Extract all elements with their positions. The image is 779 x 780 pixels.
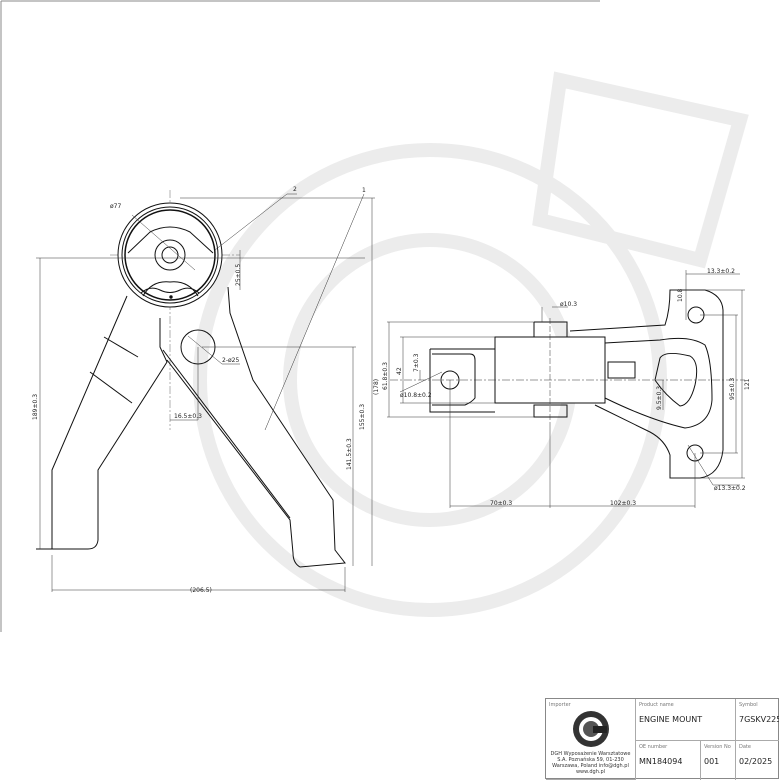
symbol: 7GSKV225 bbox=[739, 715, 779, 724]
balloon-2: 2 bbox=[293, 186, 297, 193]
date-label: Date bbox=[739, 744, 751, 750]
dim-flange-height: 121 bbox=[744, 378, 751, 390]
product-name-label: Product name bbox=[639, 702, 674, 708]
dim-overall-width: (206.5) bbox=[190, 587, 212, 594]
importer-logo bbox=[573, 711, 609, 747]
importer-label: Importer bbox=[549, 702, 571, 708]
dim-left-length: 70±0.3 bbox=[490, 500, 512, 507]
importer-cell: Importer DGH Wyposażenie Warsztatowe S.A… bbox=[546, 699, 636, 780]
dim-bracket-hole: ø10.8±0.2 bbox=[400, 392, 432, 399]
oe-number-cell: OE number MN184094 bbox=[636, 741, 701, 780]
front-view bbox=[36, 190, 375, 592]
date-cell: Date 02/2025 bbox=[736, 741, 779, 780]
version-cell: Version No 001 bbox=[701, 741, 736, 780]
dim-hole-offset: 16.5±0.3 bbox=[174, 413, 202, 420]
dim-bracket-offset: 7±0.3 bbox=[413, 353, 420, 372]
side-view bbox=[387, 270, 745, 508]
dim-body-height: 61.8±0.3 bbox=[382, 362, 389, 390]
dim-hole-height: 141.5±0.3 bbox=[346, 438, 353, 470]
symbol-label: Symbol bbox=[739, 702, 758, 708]
dim-right-length: 102±0.3 bbox=[610, 500, 636, 507]
version: 001 bbox=[704, 757, 720, 766]
title-block: Importer DGH Wyposażenie Warsztatowe S.A… bbox=[545, 698, 779, 780]
dim-bush-diameter: ø77 bbox=[110, 203, 121, 210]
oe-number: MN184094 bbox=[639, 757, 683, 766]
product-name: ENGINE MOUNT bbox=[639, 715, 703, 724]
dim-flange-top: 10.8 bbox=[677, 288, 684, 302]
dim-overall-height-left: 189±0.3 bbox=[32, 394, 39, 420]
dim-flange-offset: 13.3±0.2 bbox=[707, 268, 735, 275]
dim-stud-diameter: ø10.3 bbox=[560, 301, 577, 308]
balloon-1: 1 bbox=[362, 187, 366, 194]
importer-text: DGH Wyposażenie Warsztatowe S.A. Poznańs… bbox=[550, 751, 631, 775]
watermark-logo bbox=[193, 71, 749, 617]
product-name-cell: Product name ENGINE MOUNT bbox=[636, 699, 736, 741]
dim-bolt-hole: ø13.3±0.2 bbox=[714, 485, 746, 492]
oe-number-label: OE number bbox=[639, 744, 668, 750]
dim-hole: 2-ø25 bbox=[222, 357, 239, 364]
dim-bracket-height: 42 bbox=[396, 367, 403, 375]
dim-bolt-spacing: 95±0.3 bbox=[729, 378, 736, 400]
version-label: Version No bbox=[704, 744, 731, 750]
date: 02/2025 bbox=[739, 757, 773, 766]
dim-overall-height: (178) bbox=[373, 379, 380, 395]
dim-stud-offset: 9.5±0.3 bbox=[656, 386, 663, 410]
dim-offset-vertical: 25±0.5 bbox=[235, 264, 242, 286]
symbol-cell: Symbol 7GSKV225 bbox=[736, 699, 779, 741]
dim-center-height: 155±0.3 bbox=[359, 404, 366, 430]
